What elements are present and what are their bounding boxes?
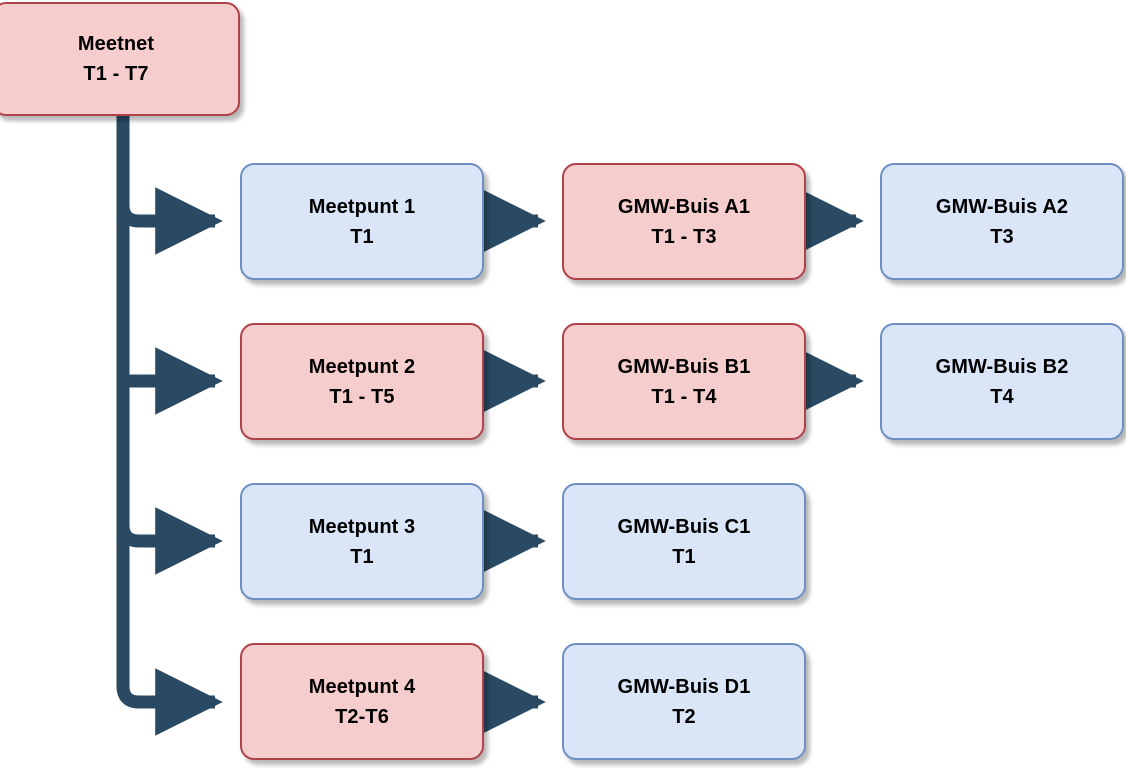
- node-gmw-buis-c1-period: T1: [672, 545, 696, 568]
- node-gmw-buis-a2-period: T3: [990, 225, 1014, 248]
- node-gmw-buis-c1-title: GMW-Buis C1: [617, 515, 751, 538]
- node-gmw-buis-a1[interactable]: GMW-Buis A1 T1 - T3: [562, 163, 806, 280]
- node-gmw-buis-b2-title: GMW-Buis B2: [935, 355, 1069, 378]
- node-meetnet-period: T1 - T7: [83, 63, 149, 85]
- node-meetpunt-1[interactable]: Meetpunt 1 T1: [240, 163, 484, 280]
- node-meetpunt-2-period: T1 - T5: [329, 385, 395, 408]
- edge-meetnet-to-meetpunt-1: [116, 187, 223, 255]
- edge-meetnet-to-meetpunt-3: [116, 507, 223, 575]
- node-meetpunt-4-period: T2-T6: [335, 705, 389, 728]
- node-gmw-buis-a1-period: T1 - T3: [651, 225, 717, 248]
- node-meetpunt-4-title: Meetpunt 4: [308, 675, 416, 698]
- node-gmw-buis-d1-title: GMW-Buis D1: [617, 675, 751, 698]
- node-gmw-buis-a2[interactable]: GMW-Buis A2 T3: [880, 163, 1124, 280]
- node-gmw-buis-a2-title: GMW-Buis A2: [935, 195, 1069, 218]
- node-meetpunt-1-title: Meetpunt 1: [308, 195, 416, 218]
- node-meetpunt-4[interactable]: Meetpunt 4 T2-T6: [240, 643, 484, 760]
- node-meetpunt-3-title: Meetpunt 3: [308, 515, 416, 538]
- node-meetpunt-1-period: T1: [350, 225, 374, 248]
- node-gmw-buis-a1-title: GMW-Buis A1: [617, 195, 751, 218]
- node-meetpunt-2[interactable]: Meetpunt 2 T1 - T5: [240, 323, 484, 440]
- node-gmw-buis-b2-period: T4: [990, 385, 1014, 408]
- node-meetpunt-3[interactable]: Meetpunt 3 T1: [240, 483, 484, 600]
- node-gmw-buis-b1[interactable]: GMW-Buis B1 T1 - T4: [562, 323, 806, 440]
- node-gmw-buis-b1-title: GMW-Buis B1: [617, 355, 751, 378]
- node-gmw-buis-b1-period: T1 - T4: [651, 385, 717, 408]
- node-meetpunt-3-period: T1: [350, 545, 374, 568]
- edge-trunk: [116, 114, 223, 736]
- node-gmw-buis-c1[interactable]: GMW-Buis C1 T1: [562, 483, 806, 600]
- node-meetnet[interactable]: Meetnet T1 - T7: [0, 2, 240, 116]
- node-gmw-buis-d1-period: T2: [672, 705, 696, 728]
- node-gmw-buis-b2[interactable]: GMW-Buis B2 T4: [880, 323, 1124, 440]
- node-meetpunt-2-title: Meetpunt 2: [308, 355, 416, 378]
- node-meetnet-title: Meetnet: [77, 33, 155, 55]
- node-gmw-buis-d1[interactable]: GMW-Buis D1 T2: [562, 643, 806, 760]
